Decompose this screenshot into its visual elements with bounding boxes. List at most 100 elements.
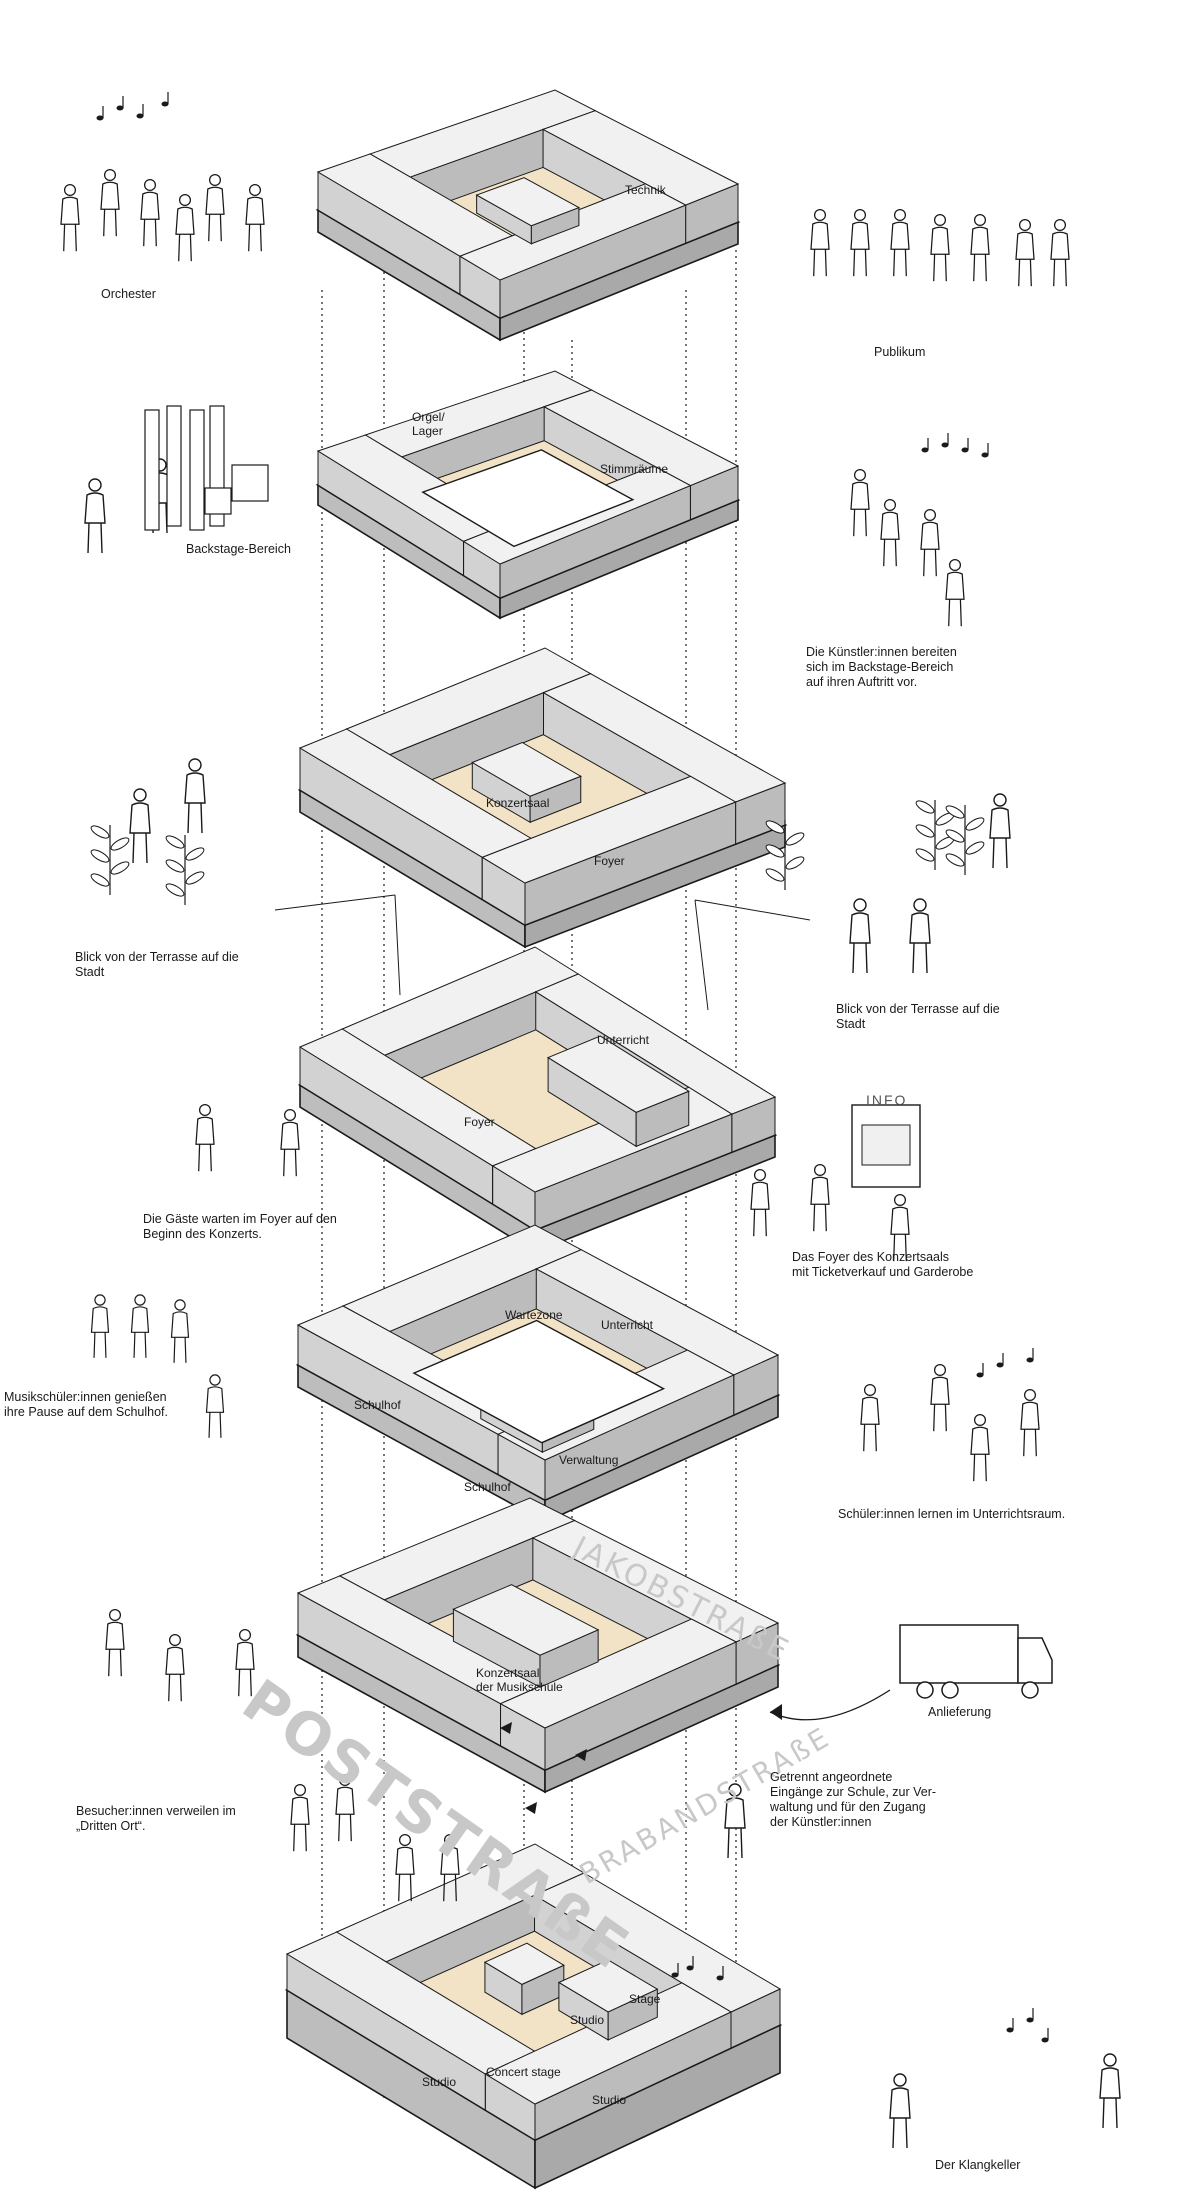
person-sketch-foyer-visitors-3-head — [893, 1193, 907, 1207]
person-sketch-third-place-1 — [105, 1608, 125, 1677]
person-sketch-terrace-right-2 — [909, 898, 931, 974]
person-sketch-orchestra-1-legs — [63, 224, 77, 252]
person-sketch-cyclist-1-head — [728, 1783, 742, 1797]
person-sketch-audience-1-body — [810, 221, 830, 250]
person-sketch-terrace-left-2 — [184, 758, 206, 834]
floor-music-school-wall-right-face-top — [531, 1519, 780, 1643]
person-sketch-terrace-right-3-head — [993, 793, 1007, 807]
entrance-marker-2 — [575, 1749, 587, 1761]
music-note-4-head — [161, 101, 169, 107]
person-sketch-audience-3-legs — [893, 249, 907, 277]
floor-foyer — [297, 946, 778, 1254]
person-sketch-audience-7-body — [1050, 231, 1070, 260]
person-sketch-orchestra-3-body — [140, 191, 160, 220]
sight-line-right-1 — [694, 899, 811, 921]
person-sketch-audience-3 — [890, 208, 910, 277]
person-sketch-schoolyard-2 — [130, 1294, 150, 1358]
person-sketch-third-place-2 — [165, 1633, 185, 1702]
person-sketch-schoolyard-3 — [170, 1299, 190, 1363]
person-sketch-audience-2 — [850, 208, 870, 277]
truck-cargo-box — [899, 1624, 1019, 1684]
backstage-crate-1 — [231, 464, 269, 502]
music-note-9-head — [976, 1372, 984, 1378]
person-sketch-third-place-3-legs — [238, 1669, 252, 1697]
backstage-pillar-3 — [189, 409, 205, 531]
person-sketch-foyer-visitors-1 — [750, 1168, 770, 1237]
backstage-crate-2 — [204, 487, 232, 515]
person-sketch-backstage-people-1-body — [84, 492, 106, 524]
person-sketch-audience-4 — [930, 213, 950, 282]
person-sketch-artists-4-head — [948, 558, 962, 572]
truck-wheel-1 — [916, 1681, 934, 1699]
music-note-7-head — [961, 447, 969, 453]
person-sketch-third-place-2-body — [165, 1646, 185, 1675]
person-sketch-terrace-right-3-body — [989, 807, 1011, 839]
person-sketch-schoolyard-4-head — [209, 1374, 221, 1386]
person-sketch-schoolyard-2-body — [130, 1306, 150, 1333]
person-sketch-students-3-legs — [973, 1454, 987, 1482]
person-sketch-terrace-left-2-legs — [187, 802, 203, 834]
plant-left-1-leaf-1 — [90, 873, 110, 887]
plant-right-1-leaf-5 — [765, 820, 785, 834]
person-sketch-foyer-visitors-3-legs — [893, 1234, 907, 1262]
person-sketch-foyer-visitors-2 — [810, 1163, 830, 1232]
person-sketch-third-place-4 — [290, 1783, 310, 1852]
truck-wheel-2 — [941, 1681, 959, 1699]
person-sketch-foyer-guests-2-head — [283, 1108, 297, 1122]
plant-left-2-leaf-5 — [165, 835, 185, 849]
person-sketch-audience-7-legs — [1053, 259, 1067, 287]
caption-schueler: Schüler:innen lernen im Unterrichtsraum. — [838, 1507, 1066, 1521]
floor-roof-concert-hall-wall-right-face-top — [541, 110, 740, 206]
person-sketch-students-1-legs — [863, 1424, 877, 1452]
person-sketch-foyer-visitors-2-head — [813, 1163, 827, 1177]
person-sketch-terrace-right-3-legs — [992, 837, 1008, 869]
person-sketch-third-place-7-body — [440, 1846, 460, 1875]
person-sketch-artists-3-head — [923, 508, 937, 522]
person-sketch-orchestra-4 — [175, 193, 195, 262]
person-sketch-terrace-right-2-legs — [912, 942, 928, 974]
person-sketch-artists-1-legs — [853, 509, 867, 537]
entrance-marker-1 — [525, 1802, 537, 1814]
person-sketch-third-place-1-head — [108, 1608, 122, 1622]
music-note-3-head — [136, 113, 144, 119]
plant-right-3 — [945, 805, 985, 875]
person-sketch-students-1-head — [863, 1383, 877, 1397]
person-sketch-orchestra-1-head — [63, 183, 77, 197]
person-sketch-audience-5-legs — [973, 254, 987, 282]
person-sketch-foyer-visitors-3 — [890, 1193, 910, 1262]
person-sketch-third-place-2-head — [168, 1633, 182, 1647]
caption-kuenstler: Die Künstler:innen bereiten sich im Back… — [806, 645, 957, 689]
floor-label-foyer-lower: Foyer — [464, 1115, 495, 1129]
person-sketch-klangkeller-band-1-legs — [892, 2117, 908, 2149]
person-sketch-foyer-visitors-3-body — [890, 1206, 910, 1235]
truck-cab — [1017, 1637, 1053, 1684]
person-sketch-terrace-right-1-legs — [852, 942, 868, 974]
sight-line-left-1 — [274, 894, 396, 911]
person-sketch-schoolyard-3-body — [170, 1311, 190, 1338]
person-sketch-audience-4-legs — [933, 254, 947, 282]
floor-school-void — [412, 1319, 666, 1444]
person-sketch-schoolyard-1 — [90, 1294, 110, 1358]
caption-orchester: Orchester — [101, 287, 156, 301]
plant-left-1 — [90, 825, 130, 895]
person-sketch-klangkeller-band-2-head — [1103, 2053, 1117, 2067]
person-sketch-students-3-body — [970, 1426, 990, 1455]
person-sketch-orchestra-5-legs — [208, 214, 222, 242]
person-sketch-orchestra-1-body — [60, 196, 80, 225]
caption-getrennt: Getrennt angeordnete Eingänge zur Schule… — [770, 1770, 937, 1829]
person-sketch-students-2-head — [933, 1363, 947, 1377]
person-sketch-students-1 — [860, 1383, 880, 1452]
person-sketch-artists-4 — [945, 558, 965, 627]
plant-right-1 — [765, 820, 805, 890]
person-sketch-orchestra-6-body — [245, 196, 265, 225]
music-note-14-head — [716, 1975, 724, 1981]
person-sketch-foyer-guests-2-body — [280, 1121, 300, 1150]
person-sketch-schoolyard-1-head — [94, 1294, 106, 1306]
music-note-17-head — [1041, 2037, 1049, 2043]
person-sketch-students-4 — [1020, 1388, 1040, 1457]
plant-right-1-leaf-3 — [765, 844, 785, 858]
person-sketch-foyer-guests-1-body — [195, 1116, 215, 1145]
sight-line-left-2 — [394, 894, 401, 996]
music-note-6-head — [941, 442, 949, 448]
